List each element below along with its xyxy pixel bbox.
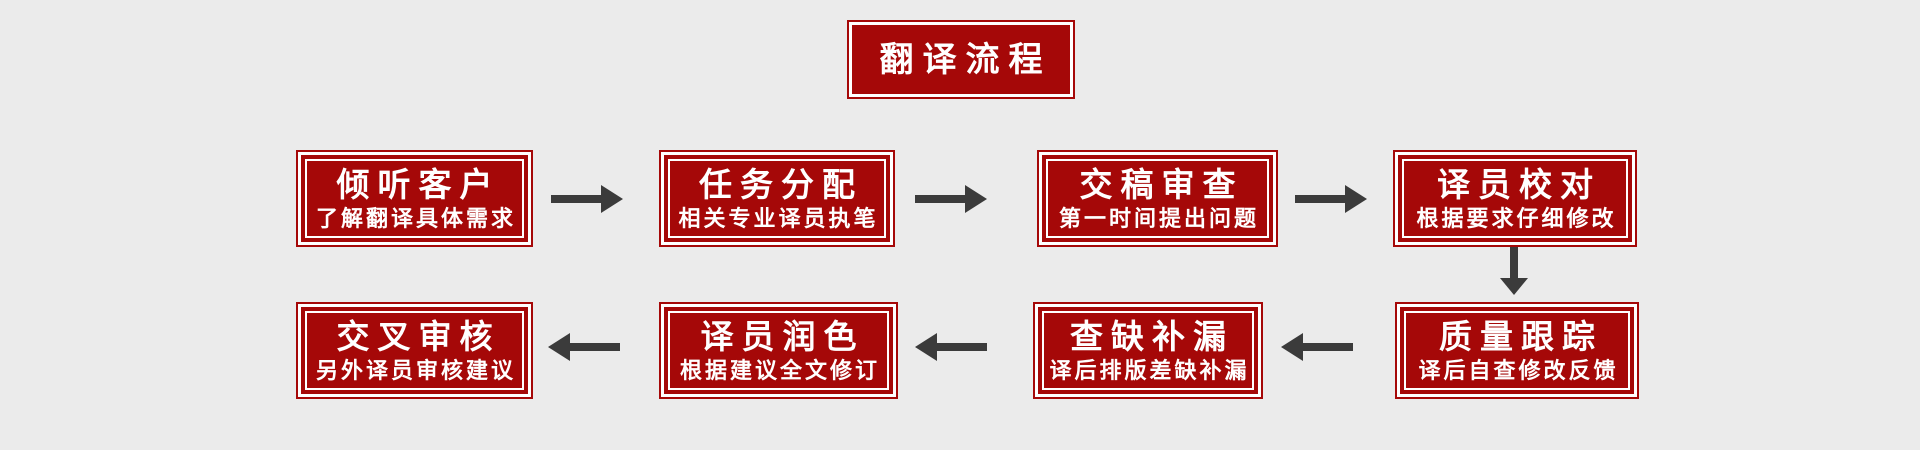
step-gap-filling: 查缺补漏 译后排版差缺补漏 [1033, 302, 1263, 399]
arrow-right-icon [1295, 185, 1367, 213]
flow-title-box: 翻译流程 [847, 20, 1075, 99]
step-title: 译员润色 [700, 318, 865, 355]
step-listen-to-client: 倾听客户 了解翻译具体需求 [296, 150, 533, 247]
step-title: 译员校对 [1437, 166, 1601, 203]
step-subtitle: 第一时间提出问题 [1058, 206, 1259, 231]
arrow-shaft [1303, 343, 1353, 351]
arrow-shaft [1510, 247, 1518, 278]
step-subtitle: 根据建议全文修订 [679, 358, 880, 383]
arrow-head [965, 185, 987, 213]
arrow-shaft [1295, 195, 1345, 203]
arrow-down-icon [1500, 247, 1528, 295]
arrow-left-icon [1281, 333, 1353, 361]
step-draft-review: 交稿审查 第一时间提出问题 [1037, 150, 1278, 247]
arrow-head [915, 333, 937, 361]
arrow-head [1281, 333, 1303, 361]
step-title: 交稿审查 [1079, 166, 1244, 203]
step-subtitle: 了解翻译具体需求 [315, 206, 516, 231]
arrow-head [1345, 185, 1367, 213]
arrow-head [548, 333, 570, 361]
step-title: 质量跟踪 [1439, 318, 1603, 355]
arrow-shaft [937, 343, 987, 351]
step-subtitle: 相关专业译员执笔 [678, 206, 879, 231]
arrow-shaft [915, 195, 965, 203]
arrow-left-icon [548, 333, 620, 361]
step-task-assignment: 任务分配 相关专业译员执笔 [659, 150, 895, 247]
step-subtitle: 根据要求仔细修改 [1416, 206, 1617, 231]
step-translator-proofreading: 译员校对 根据要求仔细修改 [1393, 150, 1637, 247]
arrow-right-icon [915, 185, 987, 213]
flow-title: 翻译流程 [879, 40, 1052, 79]
arrow-right-icon [551, 185, 623, 213]
arrow-head [601, 185, 623, 213]
step-subtitle: 另外译员审核建议 [315, 358, 516, 383]
arrow-head [1500, 278, 1528, 295]
step-subtitle: 译后排版差缺补漏 [1049, 358, 1250, 383]
arrow-shaft [570, 343, 620, 351]
step-quality-tracking: 质量跟踪 译后自查修改反馈 [1395, 302, 1639, 399]
step-title: 倾听客户 [336, 166, 501, 203]
arrow-left-icon [915, 333, 987, 361]
step-subtitle: 译后自查修改反馈 [1418, 358, 1619, 383]
arrow-shaft [551, 195, 601, 203]
step-title: 交叉审核 [336, 318, 501, 355]
step-title: 查缺补漏 [1070, 318, 1234, 355]
step-translator-polishing: 译员润色 根据建议全文修订 [659, 302, 898, 399]
step-title: 任务分配 [699, 166, 863, 203]
step-cross-review: 交叉审核 另外译员审核建议 [296, 302, 533, 399]
